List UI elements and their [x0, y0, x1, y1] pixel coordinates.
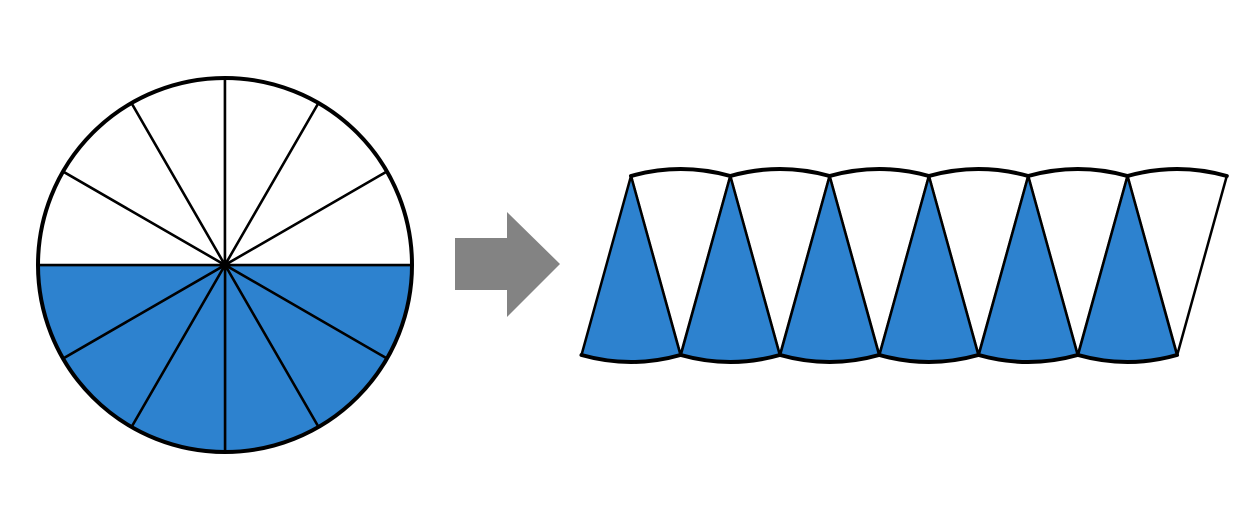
circle-outline [36, 76, 414, 454]
bottom-arc-edge [579, 353, 683, 364]
bottom-arc-edge [976, 353, 1080, 364]
top-arc-edge [926, 167, 1031, 178]
top-arc-edge [728, 167, 832, 178]
top-arc-edge [1026, 167, 1130, 178]
top-arc-edge [827, 167, 931, 178]
bottom-arc-edge [1076, 353, 1179, 364]
transform-arrow [455, 212, 560, 317]
top-arc-edge [629, 167, 733, 178]
bottom-arc-edge [678, 353, 782, 364]
top-arc-edge [1125, 167, 1229, 178]
divided-circle [36, 76, 414, 454]
bottom-arc-edge [778, 353, 882, 364]
right-arrow-icon [455, 212, 560, 317]
rearranged-sectors [579, 167, 1229, 364]
bottom-arc-edge [877, 353, 981, 364]
